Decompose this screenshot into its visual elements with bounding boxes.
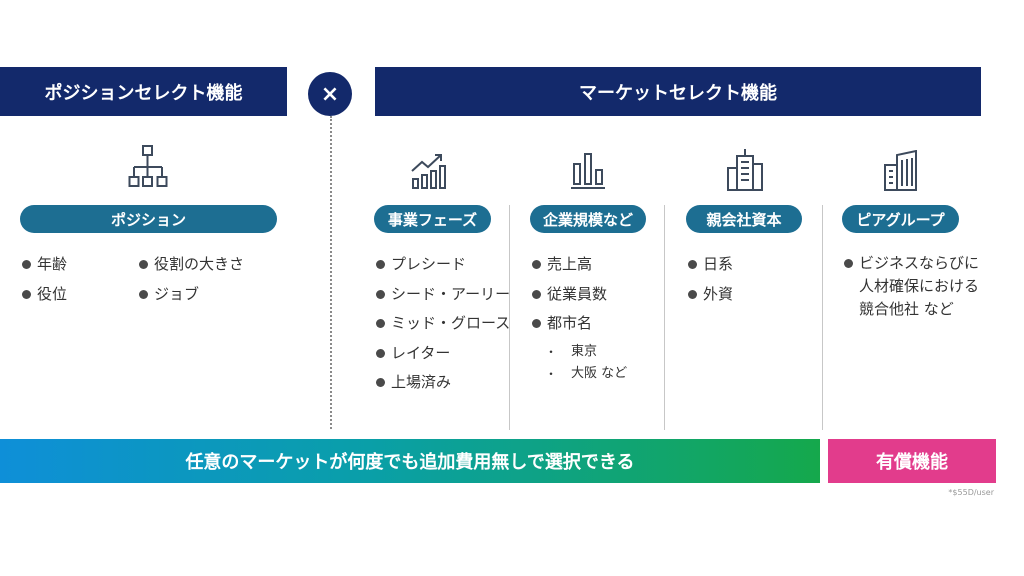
- bar-chart-icon: [571, 153, 605, 189]
- office-building-icon: [884, 150, 917, 191]
- list-item: 従業員数: [532, 284, 607, 314]
- parent-capital-pill: 親会社資本: [686, 205, 802, 233]
- list-item: 日系: [688, 254, 733, 284]
- list-item: シード・アーリー: [376, 284, 510, 314]
- list-item: 東京: [545, 343, 627, 365]
- column-divider: [509, 205, 510, 430]
- bullet-icon: [844, 259, 853, 268]
- business-phase-list: プレシード シード・アーリー ミッド・グロース レイター 上場済み: [376, 254, 510, 402]
- position-list-1: 年齢 役位: [22, 254, 67, 313]
- list-item: 外資: [688, 284, 733, 314]
- list-item: レイター: [376, 343, 510, 373]
- position-pill: ポジション: [20, 205, 277, 233]
- list-item: ジョブ: [139, 284, 244, 314]
- business-phase-pill: 事業フェーズ: [374, 205, 491, 233]
- peer-line: ビジネスならびに: [859, 254, 980, 272]
- company-size-list: 売上高 従業員数 都市名: [532, 254, 607, 343]
- peer-group-pill: ピアグループ: [842, 205, 959, 233]
- list-item: 上場済み: [376, 372, 510, 402]
- free-market-selection-banner: 任意のマーケットが何度でも追加費用無しで選択できる: [0, 439, 820, 483]
- list-item: ミッド・グロース: [376, 313, 510, 343]
- column-divider: [822, 205, 823, 430]
- city-sub-list: 東京 大阪 など: [545, 343, 627, 387]
- list-item: 年齢: [22, 254, 67, 284]
- company-size-pill: 企業規模など: [530, 205, 646, 233]
- price-footnote: *$55D/user: [948, 488, 994, 497]
- peer-line: 人材確保における: [859, 277, 980, 295]
- position-list-2: 役割の大きさ ジョブ: [139, 254, 244, 313]
- peer-group-text: ビジネスならびに 人材確保における 競合他社 など: [844, 252, 979, 321]
- paid-feature-banner: 有償機能: [828, 439, 996, 483]
- parent-capital-list: 日系 外資: [688, 254, 733, 313]
- column-divider: [664, 205, 665, 430]
- cross-icon: ×: [308, 72, 352, 116]
- list-item: 都市名: [532, 313, 607, 343]
- list-item: 役位: [22, 284, 67, 314]
- buildings-icon: [727, 149, 763, 191]
- list-item: プレシード: [376, 254, 510, 284]
- growth-chart-icon: [411, 154, 446, 189]
- list-item: 大阪 など: [545, 365, 627, 387]
- section-divider: [330, 116, 332, 429]
- list-item: 売上高: [532, 254, 607, 284]
- position-select-header: ポジションセレクト機能: [0, 67, 287, 116]
- market-select-header: マーケットセレクト機能: [375, 67, 981, 116]
- peer-line: 競合他社 など: [859, 300, 954, 318]
- org-chart-icon: [128, 145, 168, 187]
- list-item: 役割の大きさ: [139, 254, 244, 284]
